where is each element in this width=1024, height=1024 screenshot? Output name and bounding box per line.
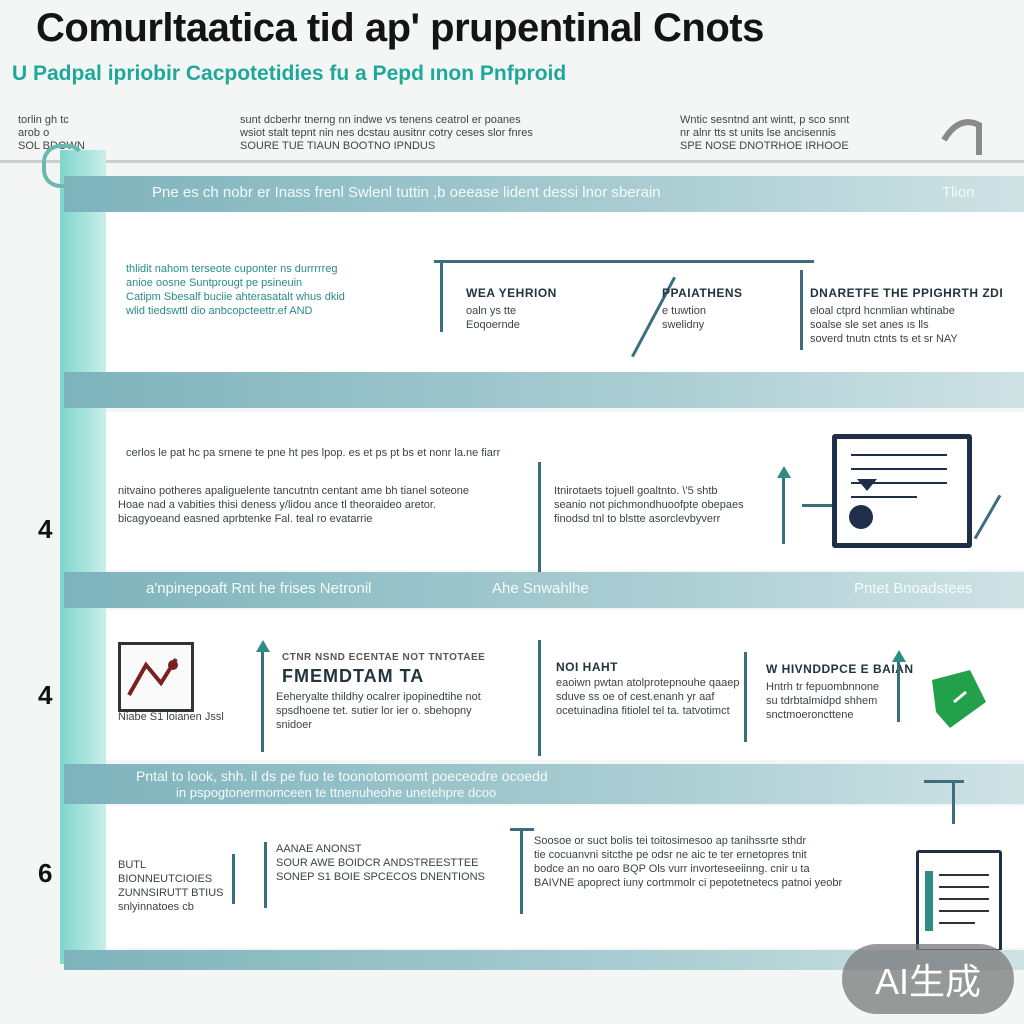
stage-1-band-right: Tlion [942, 184, 975, 201]
bottom-band [64, 950, 1024, 970]
stage-3-column-2: eaoiwn pwtan atolprotepnouhe qaaep sduve… [556, 677, 740, 717]
stage-4-band-text-2: in pspogtonermomceen te ttnenuheohe unet… [176, 785, 497, 800]
timeline-rail [60, 150, 106, 964]
stage-3-line-a [261, 652, 264, 752]
stage-3-line-b [538, 640, 541, 756]
stage-3-arrow-up-icon-2 [892, 650, 906, 662]
stage-3-heading-large: FMEMDTAM TA [282, 666, 425, 686]
stage-1-column-1: thlidit nahom terseote cuponter ns durrr… [126, 263, 345, 317]
stage-2-top-line: cerlos le pat hc pa srnene te pne ht pes… [126, 447, 501, 459]
stage-4-line-a [232, 854, 235, 904]
ai-generated-badge: AI生成 [842, 944, 1014, 1014]
report-document-icon [916, 850, 1002, 952]
stage-4-number: 6 [38, 858, 53, 888]
stage-4-line-b [264, 842, 267, 908]
stage-3-column-1: Eeheryalte thildhy ocalrer ipopinedtihe … [276, 691, 481, 731]
stage-1-col2-text: oaln ys tte Eoqoernde [466, 305, 520, 331]
stage-2-band-text: a'npinepoaft Rnt he frises Netronil [146, 580, 372, 597]
stage-2-arrow-up-icon [777, 466, 791, 478]
stage-3-col2-heading: NOI HAHT [556, 660, 618, 674]
stage-1-col2-heading: WEA YEHRION [466, 286, 557, 300]
stage-4-top-connector [924, 780, 964, 783]
stage-3-panel: Niabe S1 loianen Jssl CTNR NSND ECENTAE … [106, 610, 1024, 760]
intro-column-2: sunt dcberhr tnerng nn indwe vs tenens c… [240, 114, 533, 152]
stage-2-divider-band [64, 372, 1024, 408]
stage-2-column-2: Itnirotaets tojuell goaltnto. \'5 shtb s… [554, 485, 744, 525]
stage-1-col4-heading: DNARETFE THE PPIGHRTH ZDI [810, 286, 1004, 300]
stage-1-band: Pne es ch nobr er Inass frenl Swlenl tut… [64, 176, 1024, 212]
stage-2-column-1: nitvaino potheres apaliguelente tancutnt… [118, 485, 470, 525]
stage-2-link-line [802, 504, 832, 507]
stage-4-line-c [520, 828, 523, 914]
stage-2-band-right: Pntet Bnoadstees [854, 580, 973, 597]
stage-4-column-2: AANAE ANONST SOUR AWE BOIDCR ANDSTREESTT… [276, 843, 485, 883]
header-divider [0, 160, 1024, 163]
stage-2-band: a'npinepoaft Rnt he frises Netronil Ahe … [64, 572, 1024, 608]
stage-2-number: 4 [38, 514, 53, 544]
stage-1-line-c [800, 270, 803, 350]
stage-4-band: Pntal to look, shh. il ds pe fuo te toon… [64, 764, 1024, 804]
stage-3-number: 4 [38, 680, 53, 710]
stage-1-line-a [440, 260, 443, 332]
stage-3-heading-small: CTNR NSND ECENTAE NOT TNTOTAEE [282, 652, 486, 663]
green-ticket-icon [926, 662, 992, 732]
stage-4-band-text: Pntal to look, shh. il ds pe fuo te toon… [136, 768, 548, 784]
stage-1-col4-text: eloal ctprd hcnmlian whtinabe soalse sle… [810, 305, 958, 345]
stage-1-panel: thlidit nahom terseote cuponter ns durrr… [106, 212, 1024, 395]
stage-3-col3-heading: W HIVNDDPCE E BAIAN [766, 662, 914, 676]
stage-1-band-text: Pne es ch nobr er Inass frenl Swlenl tut… [152, 184, 661, 201]
stage-4-top-line [952, 780, 955, 824]
stage-3-image-label: Niabe S1 loianen Jssl [118, 711, 224, 723]
intro-column-3: Wntic sesntnd ant wintt, p sco snnt nr a… [680, 114, 850, 152]
stage-2-arrow-line [782, 478, 785, 544]
stage-3-image-icon [118, 642, 194, 712]
stage-3-line-d [897, 662, 900, 722]
stage-2-band-center: Ahe Snwahlhe [492, 580, 589, 597]
stage-4-panel: BUTL BIONNEUTCIOIES ZUNNSIRUTT BTIUS snl… [106, 780, 1024, 952]
stage-4-column-1: BUTL BIONNEUTCIOIES ZUNNSIRUTT BTIUS snl… [118, 859, 224, 913]
stage-2-line [538, 462, 541, 582]
page-subtitle: U Padpal ipriobir Cacpotetidies fu a Pep… [12, 62, 567, 85]
stage-1-col3-heading: PPAIATHENS [662, 286, 743, 300]
stage-3-line-c [744, 652, 747, 742]
stage-2-panel: cerlos le pat hc pa srnene te pne ht pes… [106, 412, 1024, 582]
stage-2-side-line [973, 494, 1002, 540]
page-title: Comurltaatica tid ap' prupentinal Cnots [36, 6, 764, 50]
decorative-hook-icon [934, 110, 994, 160]
stage-4-column-3: Soosoe or suct bolis tei toitosimesoo ap… [534, 835, 843, 889]
document-icon [832, 434, 972, 548]
stage-3-column-3: Hntrh tr fepuombnnone su tdrbtalmidpd sh… [766, 681, 880, 721]
stage-1-col3-text: e tuwtion swelidny [662, 305, 707, 331]
stage-3-arrow-up-icon [256, 640, 270, 652]
stage-1-connector [434, 260, 814, 263]
